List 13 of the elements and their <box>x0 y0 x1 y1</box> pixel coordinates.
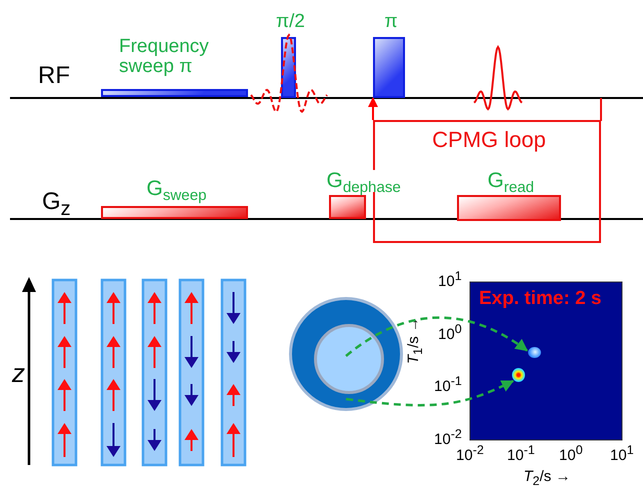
annotation-text: Exp. time: 2 s <box>479 289 602 308</box>
arrow <box>368 97 378 120</box>
pulse-label: G$_{read}$ <box>488 170 534 192</box>
pulse-label: π/2 <box>275 12 306 32</box>
pulse-label: Frequency sweep π <box>119 37 210 77</box>
channel-label: RF <box>38 64 70 88</box>
channel-label: G$_{z}$ <box>42 190 71 214</box>
loop-label: CPMG loop <box>431 128 547 152</box>
axis-label: z <box>12 360 25 386</box>
axis-title: T$_{2}$/s → <box>524 469 570 484</box>
dashed-arrow <box>346 380 514 406</box>
dashed-arrow <box>345 316 528 357</box>
pulse-label: π <box>383 12 399 32</box>
